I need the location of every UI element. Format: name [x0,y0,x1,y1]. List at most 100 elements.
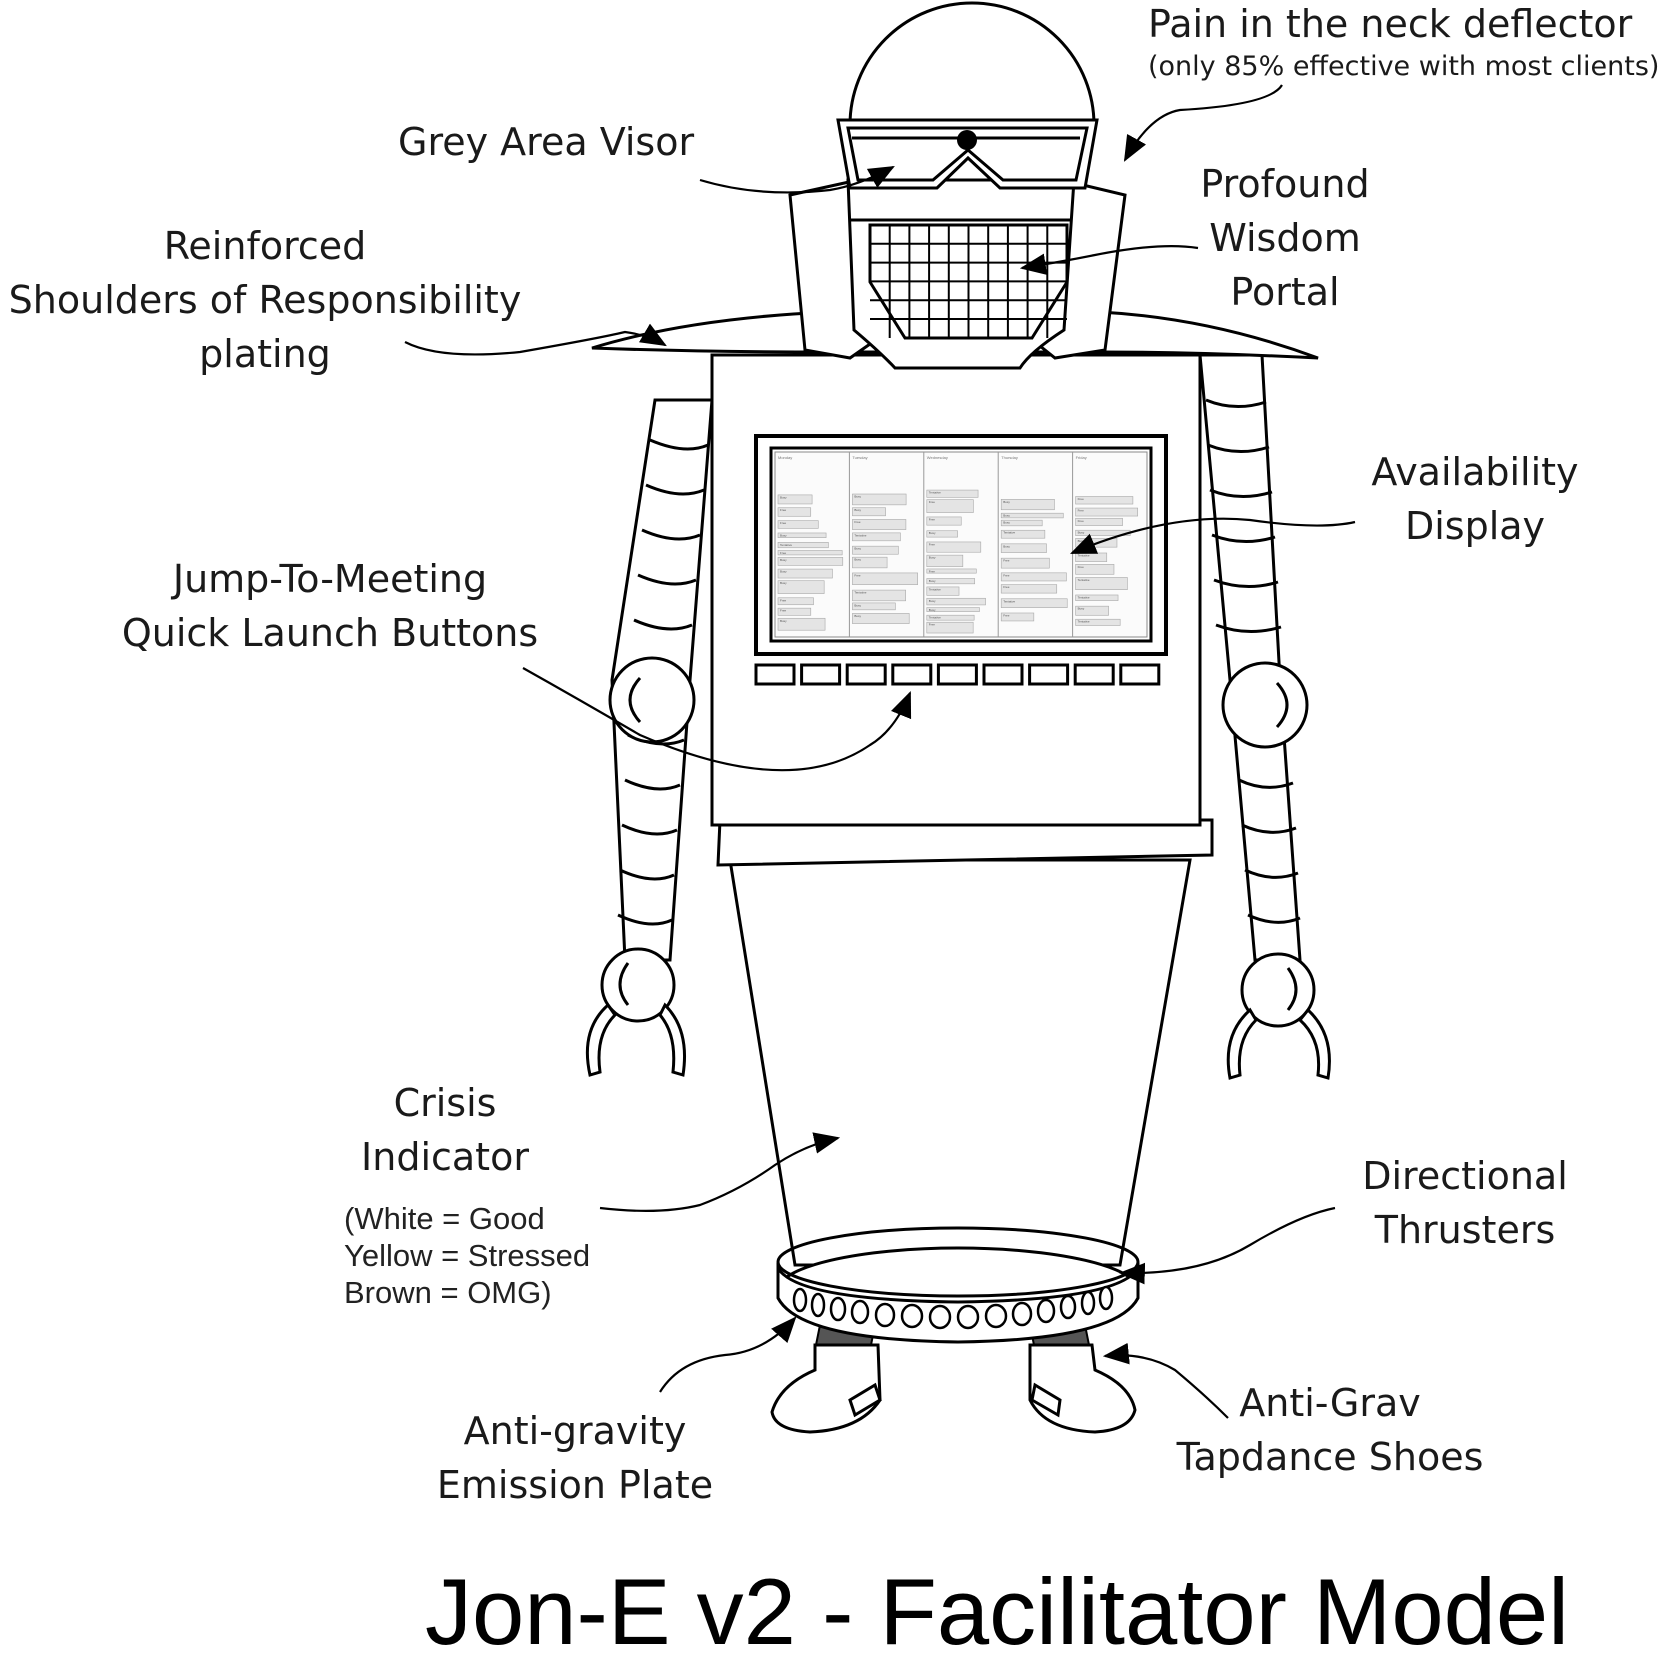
calendar-meeting-text: Busy [929,531,936,535]
calendar-meeting-block [777,494,813,505]
quick-launch-button [982,663,1024,686]
calendar-meeting-text: Free [929,517,936,521]
calendar-meeting-text: Free [854,573,861,577]
wisdom-line-1: Profound [1200,162,1370,206]
shoulders-label: Reinforced Shoulders of Responsibility p… [0,220,530,382]
calendar-meeting-text: Busy [854,614,861,618]
calendar-meeting-block [1075,517,1123,526]
quick-launch-button [891,663,933,686]
crisis-indicator-body [728,858,1192,1267]
crisis-line-1: Crisis [393,1081,497,1125]
calendar-meeting-block [852,556,888,569]
calendar-meeting-block [1000,557,1050,569]
calendar-meeting-block [852,532,901,542]
plate-line-2: Emission Plate [436,1462,714,1507]
calendar-meeting-text: Busy [854,508,861,512]
crisis-legend-brown: Brown = OMG) [344,1275,552,1311]
calendar-meeting-text: Busy [854,603,861,607]
calendar-meeting-text: Busy [780,533,787,537]
calendar-meeting-block [1000,499,1055,511]
calendar-meeting-text: Busy [929,579,936,583]
calendar-meeting-text: Tentative [1078,578,1090,582]
calendar-meeting-block [777,617,826,631]
availability-line-2: Display [1404,503,1546,548]
calendar-meeting-block [1075,618,1121,626]
head [788,1,1127,370]
calendar-meeting-text: Busy [780,570,787,574]
calendar-day-header: Thursday [1001,455,1018,460]
calendar-meeting-text: Busy [780,581,787,585]
neck-deflector-note: (only 85% effective with most clients) [1148,51,1660,82]
calendar-meeting-block [1000,598,1068,608]
calendar-meeting-block [1000,612,1035,622]
calendar-day-header: Friday [1076,455,1087,460]
quick-launch-button [1028,663,1070,686]
calendar-meeting-block [1000,584,1058,594]
calendar-meeting-block [777,520,819,529]
crisis-legend-white: (White = Good [344,1201,545,1236]
neck-deflector-title: Pain in the neck deflector [1148,2,1633,46]
quick-launch-label: Jump-To-Meeting Quick Launch Buttons [110,553,550,661]
calendar-meeting-block [777,568,833,579]
calendar-meeting-block [1000,512,1064,519]
availability-line-1: Availability [1371,450,1579,494]
calendar-meeting-text: Busy [1003,544,1010,548]
plate-line-1: Anti-gravity [463,1409,687,1453]
emission-plate-label: Anti-gravity Emission Plate [430,1405,720,1513]
neck-deflector-label: Pain in the neck deflector [1148,0,1632,52]
calendar-meeting-text: Tentative [780,543,792,547]
calendar-meeting-block [852,493,907,506]
visor-label: Grey Area Visor [398,120,695,164]
crisis-legend-yellow: Yellow = Stressed [344,1238,591,1274]
calendar-meeting-text: Tentative [1078,553,1090,557]
wisdom-portal-grid [870,225,1067,338]
calendar-meeting-block [1000,529,1046,539]
quick-launch-line-1: Jump-To-Meeting [172,557,488,601]
quick-launch-line-2: Quick Launch Buttons [121,610,539,655]
calendar-meeting-block [777,557,844,566]
calendar-meeting-block [926,568,977,574]
calendar-day-header: Monday [778,455,792,460]
calendar-meeting-block [777,607,812,616]
calendar-meeting-text: Busy [929,608,936,612]
calendar-meeting-text: Busy [780,495,787,499]
calendar-meeting-block [926,607,980,612]
calendar-meeting-text: Tentative [929,616,941,620]
calendar-meeting-block [1000,572,1067,582]
calendar-meeting-text: Tentative [854,591,866,595]
calendar-meeting-text: Free [1003,613,1010,617]
calendar-meeting-text: Busy [854,558,861,562]
availability-label: Availability Display [1350,446,1600,554]
calendar-meeting-text: Busy [1003,514,1010,518]
calendar-meeting-text: Free [780,609,787,613]
calendar-meeting-text: Free [1003,585,1010,589]
calendar-meeting-text: Free [929,500,936,504]
thrusters-label: Directional Thrusters [1340,1150,1590,1258]
calendar-meeting-text: Tentative [1078,620,1090,624]
quick-launch-button [1119,663,1161,686]
crisis-line-2: Indicator [361,1134,529,1179]
diagram-title: Jon-E v2 - Facilitator Model [425,1559,1570,1664]
calendar-meeting-block [926,499,974,513]
shoes-label: Anti-Grav Tapdance Shoes [1160,1377,1500,1485]
callout-arrows [404,84,1356,1419]
calendar-meeting-block [852,602,896,611]
calendar-meeting-text: Free [929,542,936,546]
calendar-meeting-block [777,542,829,549]
calendar-meeting-text: Tentative [929,491,941,495]
calendar-meeting-block [852,507,886,517]
calendar-meeting-block [1075,577,1128,590]
calendar-meeting-text: Busy [854,495,861,499]
thrusters-line-1: Directional [1362,1154,1568,1198]
calendar-meeting-text: Busy [1078,531,1085,535]
calendar-day-header: Tuesday [852,455,867,460]
calendar-meeting-text: Free [1003,573,1010,577]
shoes-line-1: Anti-Grav [1239,1381,1421,1425]
calendar-meeting-text: Tentative [1003,599,1015,603]
calendar-meeting-text: Tentative [929,587,941,591]
calendar-meeting-block [926,541,982,553]
calendar-meeting-block [852,613,910,624]
thrusters-line-2: Thrusters [1374,1207,1556,1252]
shoes-line-2: Tapdance Shoes [1176,1434,1484,1479]
